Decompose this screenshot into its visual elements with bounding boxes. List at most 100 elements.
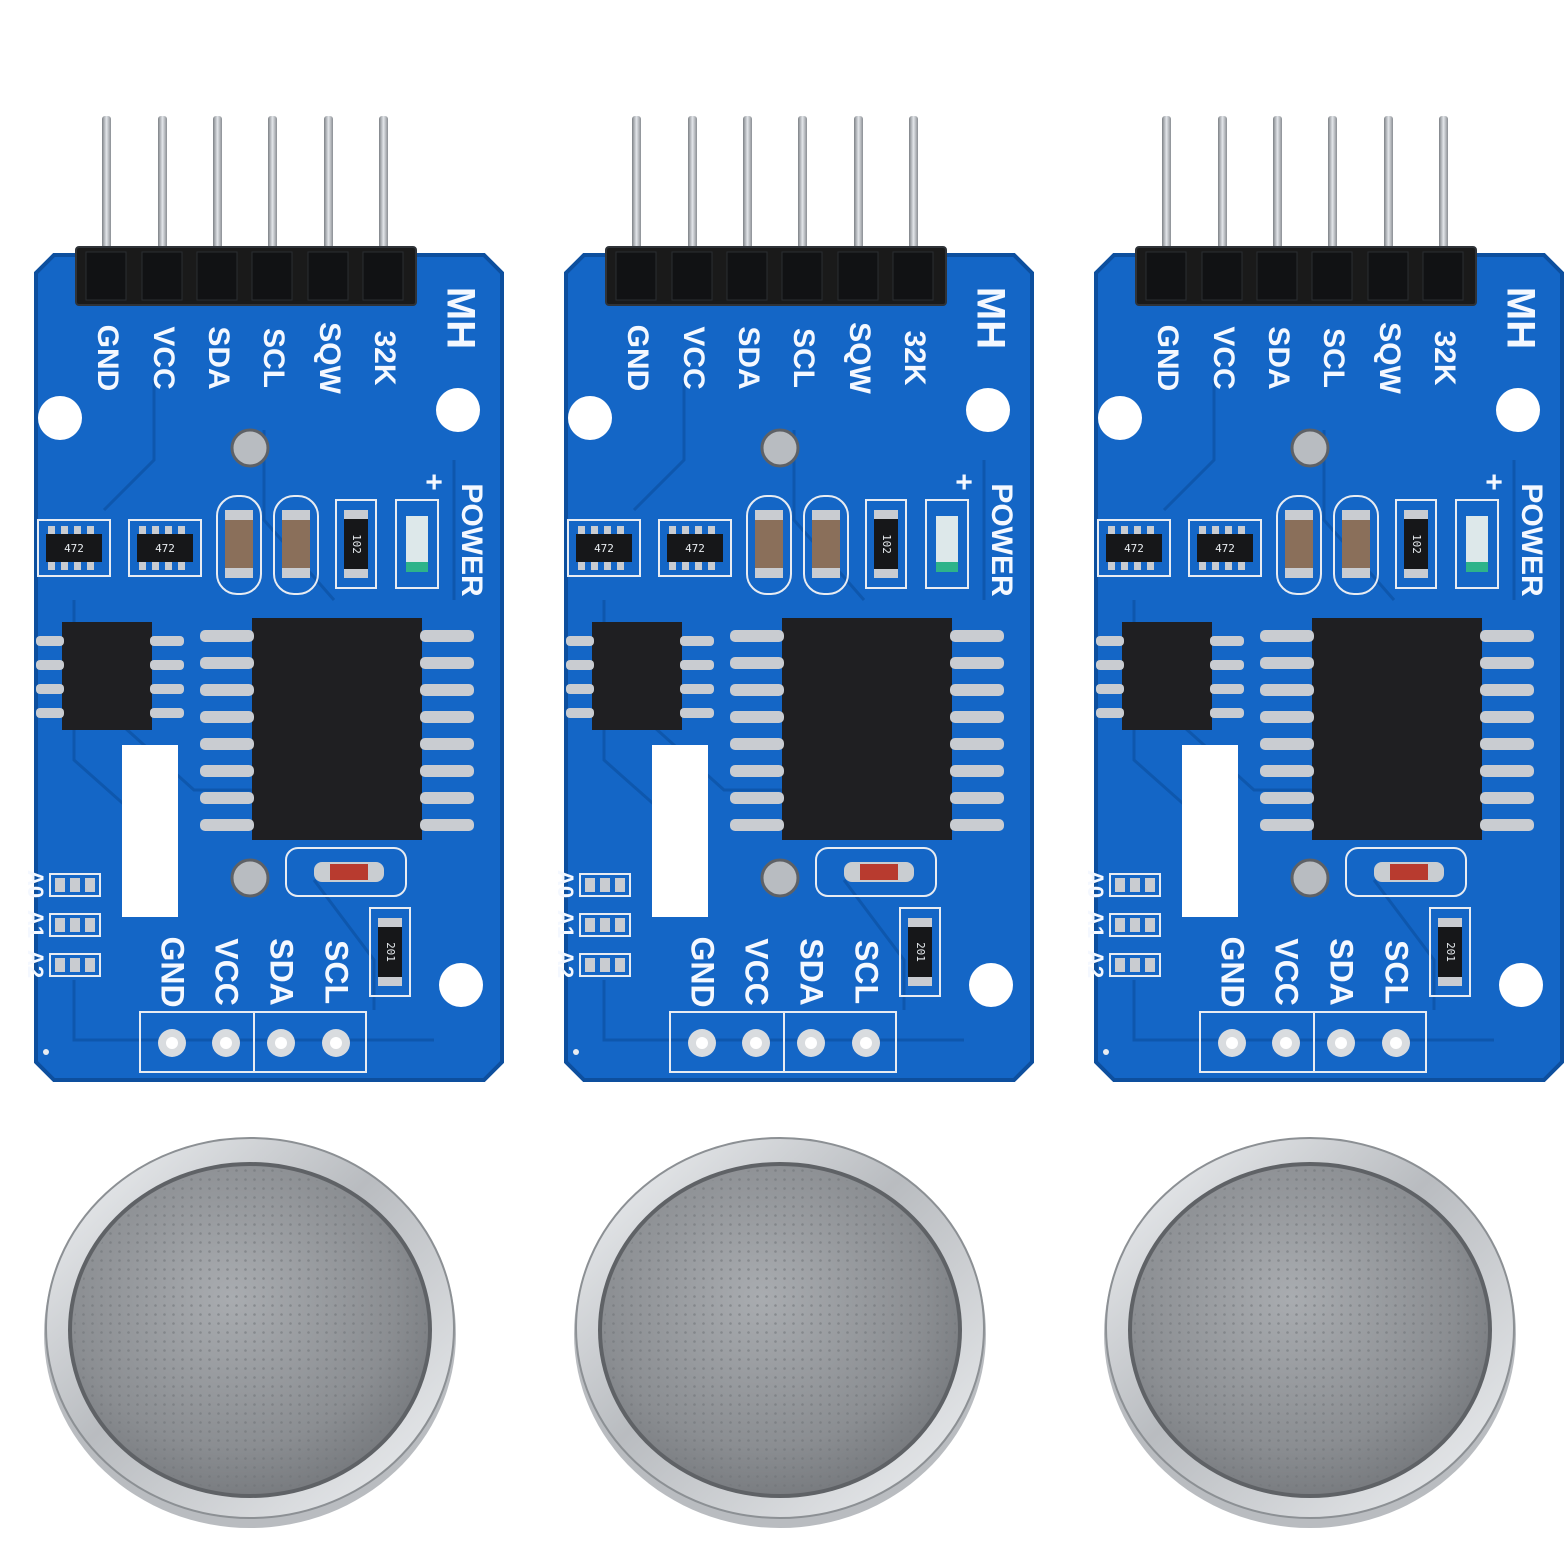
bottom-header-outline: [1313, 1011, 1427, 1073]
eeprom-pin: [566, 708, 594, 718]
bottom-header-hole-center: [330, 1037, 342, 1049]
bottom-header-outline: [783, 1011, 897, 1073]
capacitor-outline: [746, 495, 792, 595]
address-pad: [600, 878, 610, 892]
resistor-network-pad: [1212, 526, 1219, 534]
rtc-chip-pin: [420, 630, 474, 642]
address-pad-outline: [579, 873, 631, 897]
capacitor-outline: [273, 495, 319, 595]
resistor-network-pad: [178, 526, 185, 534]
resistor-network-pad: [695, 526, 702, 534]
resistor-outline: [899, 907, 941, 997]
test-point: [760, 858, 800, 898]
resistor-network-pad: [1199, 526, 1206, 534]
address-label-a1: A1: [553, 910, 578, 938]
header-cell-3: [1256, 251, 1298, 301]
header-cell-5: [307, 251, 349, 301]
address-pad: [585, 878, 595, 892]
resistor-network-code: 472: [685, 542, 705, 555]
resistor-outline: [865, 499, 907, 589]
eeprom-pin: [1210, 660, 1244, 670]
address-pad: [1145, 918, 1155, 932]
address-pad: [70, 918, 80, 932]
resistor-network-outline: [658, 519, 732, 577]
resistor-network-pad: [604, 526, 611, 534]
rtc-chip-pin: [1480, 819, 1534, 831]
bottom-pin-label-scl: SCL: [849, 940, 885, 1004]
rtc-chip-pin: [950, 684, 1004, 696]
rtc-chip-pin: [420, 684, 474, 696]
top-pin-label-scl: SCL: [257, 328, 290, 388]
rtc-chip-pin: [420, 792, 474, 804]
header-cell-1: [615, 251, 657, 301]
eeprom-chip: [62, 622, 152, 730]
capacitor-pad: [225, 568, 253, 578]
rtc-chip-pin: [730, 657, 784, 669]
eeprom-pin: [680, 660, 714, 670]
resistor-network-pad: [1225, 562, 1232, 570]
power-label: POWER: [455, 483, 488, 597]
top-pin-label-scl: SCL: [787, 328, 820, 388]
header-cell-1: [85, 251, 127, 301]
resistor-network-pad: [578, 526, 585, 534]
trace-6: [72, 980, 434, 1042]
address-pad: [85, 958, 95, 972]
resistor-body: [1438, 926, 1462, 978]
resistor-network-pad: [152, 562, 159, 570]
header-cell-6: [362, 251, 404, 301]
address-pad: [1115, 878, 1125, 892]
capacitor-body: [1342, 516, 1370, 572]
capacitor-body: [812, 516, 840, 572]
label-pad: [1182, 745, 1238, 917]
pin1-marker: [1103, 1049, 1109, 1055]
address-label-a0: A0: [23, 870, 48, 898]
rtc-chip-pin: [1480, 792, 1534, 804]
address-pad: [600, 958, 610, 972]
resistor-network-pad: [1121, 526, 1128, 534]
resistor-outline: [369, 907, 411, 997]
top-pin-label-32k: 32K: [898, 330, 931, 385]
resistor-network-outline: [128, 519, 202, 577]
rtc-chip: [1312, 618, 1482, 840]
resistor-network-pad: [708, 562, 715, 570]
resistor-network-pad: [139, 526, 146, 534]
top-pin-label-sqw: SQW: [843, 322, 876, 394]
resistor-pad: [874, 510, 898, 519]
top-pin-label-vcc: VCC: [677, 326, 710, 389]
resistor-network-pad: [74, 562, 81, 570]
address-pad-outline: [49, 873, 101, 897]
header-cell-4: [781, 251, 823, 301]
resistor-network-pad: [1134, 526, 1141, 534]
resistor-code-bottom: 201: [914, 942, 927, 962]
eeprom-pin: [36, 636, 64, 646]
top-pin-label-32k: 32K: [368, 330, 401, 385]
resistor-network-pad: [87, 526, 94, 534]
top-pin-label-sda: SDA: [732, 326, 765, 389]
header-pin-2: [1218, 116, 1227, 266]
power-led-outline: [925, 499, 969, 589]
address-label-a2: A2: [23, 950, 48, 978]
resistor-network-body: [1106, 534, 1162, 562]
trace-5: [312, 879, 376, 1010]
rtc-chip-pin: [730, 711, 784, 723]
address-label-a0: A0: [1083, 870, 1108, 898]
eeprom-pin: [150, 636, 184, 646]
rtc-chip-pin: [730, 819, 784, 831]
bottom-pin-label-gnd: GND: [685, 936, 721, 1007]
capacitor-pad: [755, 510, 783, 520]
rtc-chip-pin: [420, 657, 474, 669]
resistor-pad: [874, 569, 898, 578]
power-led-marker: [1466, 562, 1488, 572]
address-pad-outline: [49, 953, 101, 977]
capacitor-outline: [803, 495, 849, 595]
header-cell-2: [141, 251, 183, 301]
test-point: [230, 428, 270, 468]
capacitor-body: [225, 516, 253, 572]
rtc-chip-pin: [1260, 630, 1314, 642]
bottom-pin-label-vcc: VCC: [209, 938, 245, 1006]
address-pad-outline: [1109, 913, 1161, 937]
header-pin-3: [743, 116, 752, 266]
power-led-body: [406, 516, 428, 572]
